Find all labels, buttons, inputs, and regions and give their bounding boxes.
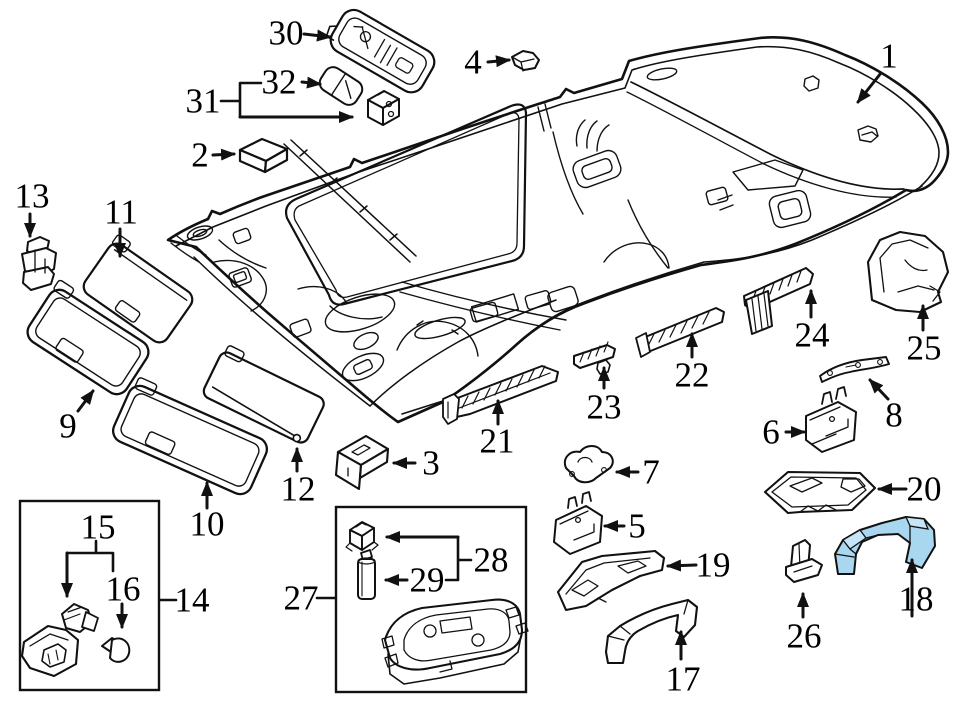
callout-29[interactable]: 29: [409, 560, 445, 600]
part-17-grab-handle[interactable]: [604, 598, 699, 665]
callout-16[interactable]: 16: [105, 569, 141, 609]
callout-10[interactable]: 10: [189, 504, 225, 544]
part-2-pad[interactable]: [238, 137, 289, 174]
callout-32[interactable]: 32: [261, 62, 297, 102]
callout-9[interactable]: 9: [59, 406, 77, 446]
callout-7[interactable]: 7: [642, 452, 660, 492]
callout-5[interactable]: 5: [628, 506, 646, 546]
callout-19[interactable]: 19: [695, 545, 731, 585]
callout-26[interactable]: 26: [786, 616, 822, 656]
callout-1[interactable]: 1: [880, 36, 898, 76]
part-3-bracket[interactable]: [334, 434, 390, 491]
part-8-mounting-strap[interactable]: [819, 356, 890, 383]
part-9-sun-visor[interactable]: [23, 279, 157, 398]
part-10-sun-visor[interactable]: [109, 376, 273, 498]
callout-20[interactable]: 20: [906, 469, 942, 509]
part-32-bulb[interactable]: [316, 64, 365, 109]
part-12-visor-rod[interactable]: [201, 344, 330, 446]
callout-17[interactable]: 17: [665, 659, 701, 699]
callout-bracket-lines: [65, 81, 473, 602]
part-13-clip[interactable]: [21, 236, 57, 291]
callout-27[interactable]: 27: [283, 578, 319, 618]
part-18-grab-handle-highlighted[interactable]: [834, 516, 936, 575]
leader-arrows: [24, 29, 929, 661]
part-23-bracket-strip[interactable]: [573, 341, 616, 375]
part-5-retainer[interactable]: [553, 491, 603, 555]
callout-8[interactable]: 8: [885, 395, 903, 435]
callout-24[interactable]: 24: [794, 315, 830, 355]
callout-2[interactable]: 2: [191, 135, 209, 175]
part-30-dome-lamp[interactable]: [321, 2, 439, 97]
part-29-bulb[interactable]: [357, 549, 376, 600]
callout-18[interactable]: 18: [898, 579, 934, 619]
part-21-roof-rail[interactable]: [442, 365, 559, 425]
part-25-quarter-trim[interactable]: [866, 230, 950, 314]
part-27-overhead-console[interactable]: [381, 598, 529, 685]
part-14-lamp-housing[interactable]: [20, 624, 80, 678]
callout-23[interactable]: 23: [586, 387, 622, 427]
callout-25[interactable]: 25: [906, 328, 942, 368]
part-16-bulb[interactable]: [101, 637, 131, 663]
part-7-hook-bracket[interactable]: [564, 445, 614, 484]
callout-15[interactable]: 15: [80, 507, 116, 547]
part-20-lamp-carrier[interactable]: [763, 470, 877, 515]
callout-22[interactable]: 22: [674, 355, 710, 395]
part-31-bulb-socket[interactable]: [367, 90, 400, 126]
part-11-sun-visor[interactable]: [80, 234, 200, 346]
callout-3[interactable]: 3: [422, 443, 440, 483]
part-28-switch-clip[interactable]: [345, 521, 379, 552]
callout-30[interactable]: 30: [268, 13, 304, 53]
part-6-retainer[interactable]: [805, 386, 857, 453]
callout-4[interactable]: 4: [464, 42, 482, 82]
part-4-clip[interactable]: [511, 50, 540, 72]
part-1-headliner-panel[interactable]: [166, 36, 950, 424]
callout-28[interactable]: 28: [473, 540, 509, 580]
callout-21[interactable]: 21: [479, 421, 515, 461]
callout-6[interactable]: 6: [762, 412, 780, 452]
part-19-lamp-carrier[interactable]: [556, 549, 666, 612]
part-22-roof-bow[interactable]: [635, 307, 725, 358]
part-26-clip[interactable]: [785, 539, 823, 583]
callout-13[interactable]: 13: [14, 176, 50, 216]
part-15-bulb-socket[interactable]: [61, 603, 99, 633]
group-box-14: [18, 499, 161, 692]
callout-14[interactable]: 14: [174, 580, 210, 620]
callout-12[interactable]: 12: [280, 469, 316, 509]
callout-31[interactable]: 31: [185, 81, 221, 121]
part-24-roof-bow-bracket[interactable]: [743, 267, 814, 335]
group-box-27: [334, 505, 528, 694]
callout-11[interactable]: 11: [104, 192, 138, 232]
